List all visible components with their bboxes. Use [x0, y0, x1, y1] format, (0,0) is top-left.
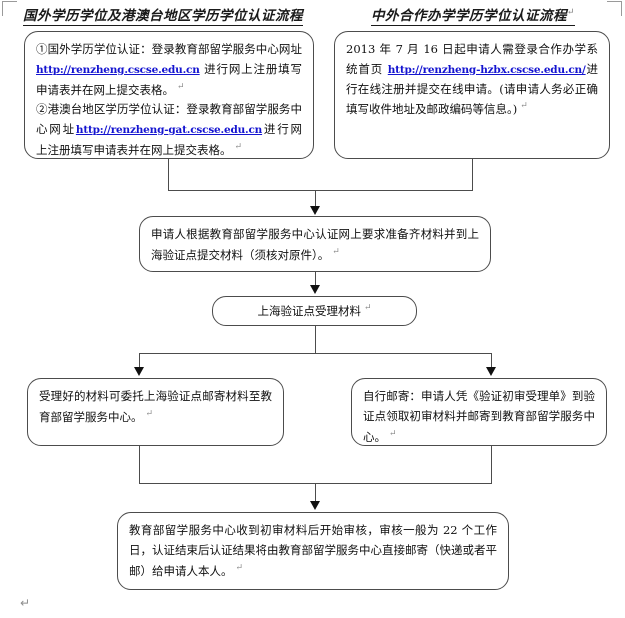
- arrowhead-to-review-icon: [310, 501, 320, 510]
- paragraph-mark-icon: ↵: [363, 302, 372, 313]
- review-and-return-body: 教育部留学服务中心收到初审材料后开始审核，审核一般为 22 个工作日，认证结束后…: [129, 523, 497, 578]
- connector-split-right: [491, 353, 492, 369]
- joint-program-link[interactable]: http://renzheng-hzbx.cscse.edu.cn/: [387, 63, 586, 76]
- joint-program-suffix: 进行在线注册并提交在线申请。(请申请人务必正确填写收件地址及邮政编码等信息。): [346, 61, 599, 117]
- connector-joint-down: [472, 159, 473, 190]
- arrowhead-to-accept-icon: [310, 285, 320, 294]
- overseas-item-2-prefix: ②港澳台地区学历学位认证：登录教育部留学服务中心网址: [36, 102, 302, 136]
- joint-program-prefix: 2013 年 7 月 16 日起申请人需登录合作办学系统首页: [346, 42, 598, 76]
- paragraph-mark-icon: ↵: [235, 562, 244, 573]
- node-joint-program-registration: 2013 年 7 月 16 日起申请人需登录合作办学系统首页 http://re…: [334, 31, 610, 159]
- gat-registration-link[interactable]: http://renzheng-gat.cscse.edu.cn: [75, 123, 263, 136]
- prepare-materials-text: 申请人根据教育部留学服务中心认证网上要求准备齐材料并到上海验证点提交材料（须核对…: [151, 225, 479, 265]
- overseas-item-2-suffix: 进行网上注册填写申请表并在网上提交表格。: [36, 121, 302, 157]
- node-entrust-mailing: 受理好的材料可委托上海验证点邮寄材料至教育部留学服务中心。↵: [27, 378, 284, 446]
- paragraph-mark-icon: ↵: [567, 7, 576, 18]
- overseas-registration-link[interactable]: http://renzheng.cscse.edu.cn: [36, 63, 200, 76]
- paragraph-mark-icon: ↵: [389, 428, 397, 439]
- connector-entrust-down: [139, 446, 140, 483]
- review-and-return-text: 教育部留学服务中心收到初审材料后开始审核，审核一般为 22 个工作日，认证结束后…: [129, 521, 497, 581]
- paragraph-mark-icon: ↵: [145, 408, 154, 419]
- node-self-mailing: 自行邮寄：申请人凭《验证初审受理单》到验证点领取初审材料并邮寄到教育部留学服务中…: [351, 378, 607, 446]
- overseas-item-1: ①国外学历学位认证：登录教育部留学服务中心网址 http://renzheng.…: [36, 40, 302, 100]
- arrowhead-to-prepare-icon: [310, 206, 320, 215]
- paragraph-mark-icon: ↵: [234, 141, 243, 152]
- connector-split-left: [139, 353, 140, 369]
- overseas-item-1-prefix: ①国外学历学位认证：登录教育部留学服务中心网址: [36, 42, 302, 56]
- page-corner-mark-top-right: [607, 1, 622, 16]
- node-review-and-return: 教育部留学服务中心收到初审材料后开始审核，审核一般为 22 个工作日，认证结束后…: [117, 512, 509, 590]
- connector-merge-top: [168, 190, 473, 191]
- connector-merge-to-prepare: [315, 190, 316, 208]
- page-corner-mark-top-left: [2, 1, 17, 16]
- connector-merge-to-review: [315, 483, 316, 502]
- arrowhead-to-entrust-icon: [134, 367, 144, 376]
- connector-prepare-to-accept: [315, 272, 316, 286]
- paragraph-mark-icon: ↵: [20, 596, 31, 610]
- paragraph-mark-icon: ↵: [520, 101, 528, 112]
- overseas-item-1-suffix: 进行网上注册填写申请表并在网上提交表格。: [36, 61, 302, 97]
- self-mailing-body: 自行邮寄：申请人凭《验证初审受理单》到验证点领取初审材料并邮寄到教育部留学服务中…: [363, 389, 595, 444]
- joint-program-text: 2013 年 7 月 16 日起申请人需登录合作办学系统首页 http://re…: [346, 40, 598, 120]
- paragraph-mark-icon: ↵: [177, 81, 185, 92]
- flowchart-title-left: 国外学历学位及港澳台地区学历学位认证流程: [23, 4, 303, 26]
- connector-self-mail-down: [491, 446, 492, 483]
- arrowhead-to-self-mail-icon: [486, 367, 496, 376]
- flowchart-title-left-text: 国外学历学位及港澳台地区学历学位认证流程: [23, 8, 303, 24]
- accept-materials-text: 上海验证点受理材料: [257, 303, 361, 318]
- entrust-mailing-text: 受理好的材料可委托上海验证点邮寄材料至教育部留学服务中心。↵: [39, 387, 272, 427]
- self-mailing-text: 自行邮寄：申请人凭《验证初审受理单》到验证点领取初审材料并邮寄到教育部留学服务中…: [363, 387, 595, 447]
- prepare-materials-body: 申请人根据教育部留学服务中心认证网上要求准备齐材料并到上海验证点提交材料（须核对…: [151, 227, 479, 262]
- connector-overseas-down: [168, 159, 169, 190]
- entrust-mailing-body: 受理好的材料可委托上海验证点邮寄材料至教育部留学服务中心。: [39, 389, 272, 424]
- node-shanghai-verification-accepts: 上海验证点受理材料↵: [212, 296, 417, 326]
- overseas-item-2: ②港澳台地区学历学位认证：登录教育部留学服务中心网址http://renzhen…: [36, 100, 302, 160]
- flowchart-title-right: 中外合作办学学历学位认证流程↵: [371, 4, 576, 26]
- connector-split-bar: [139, 353, 492, 354]
- connector-accept-down: [315, 326, 316, 353]
- paragraph-mark-icon: ↵: [332, 246, 340, 257]
- node-overseas-degree-registration: ①国外学历学位认证：登录教育部留学服务中心网址 http://renzheng.…: [24, 31, 314, 159]
- node-prepare-materials: 申请人根据教育部留学服务中心认证网上要求准备齐材料并到上海验证点提交材料（须核对…: [139, 216, 491, 272]
- flowchart-title-right-text: 中外合作办学学历学位认证流程: [371, 8, 567, 24]
